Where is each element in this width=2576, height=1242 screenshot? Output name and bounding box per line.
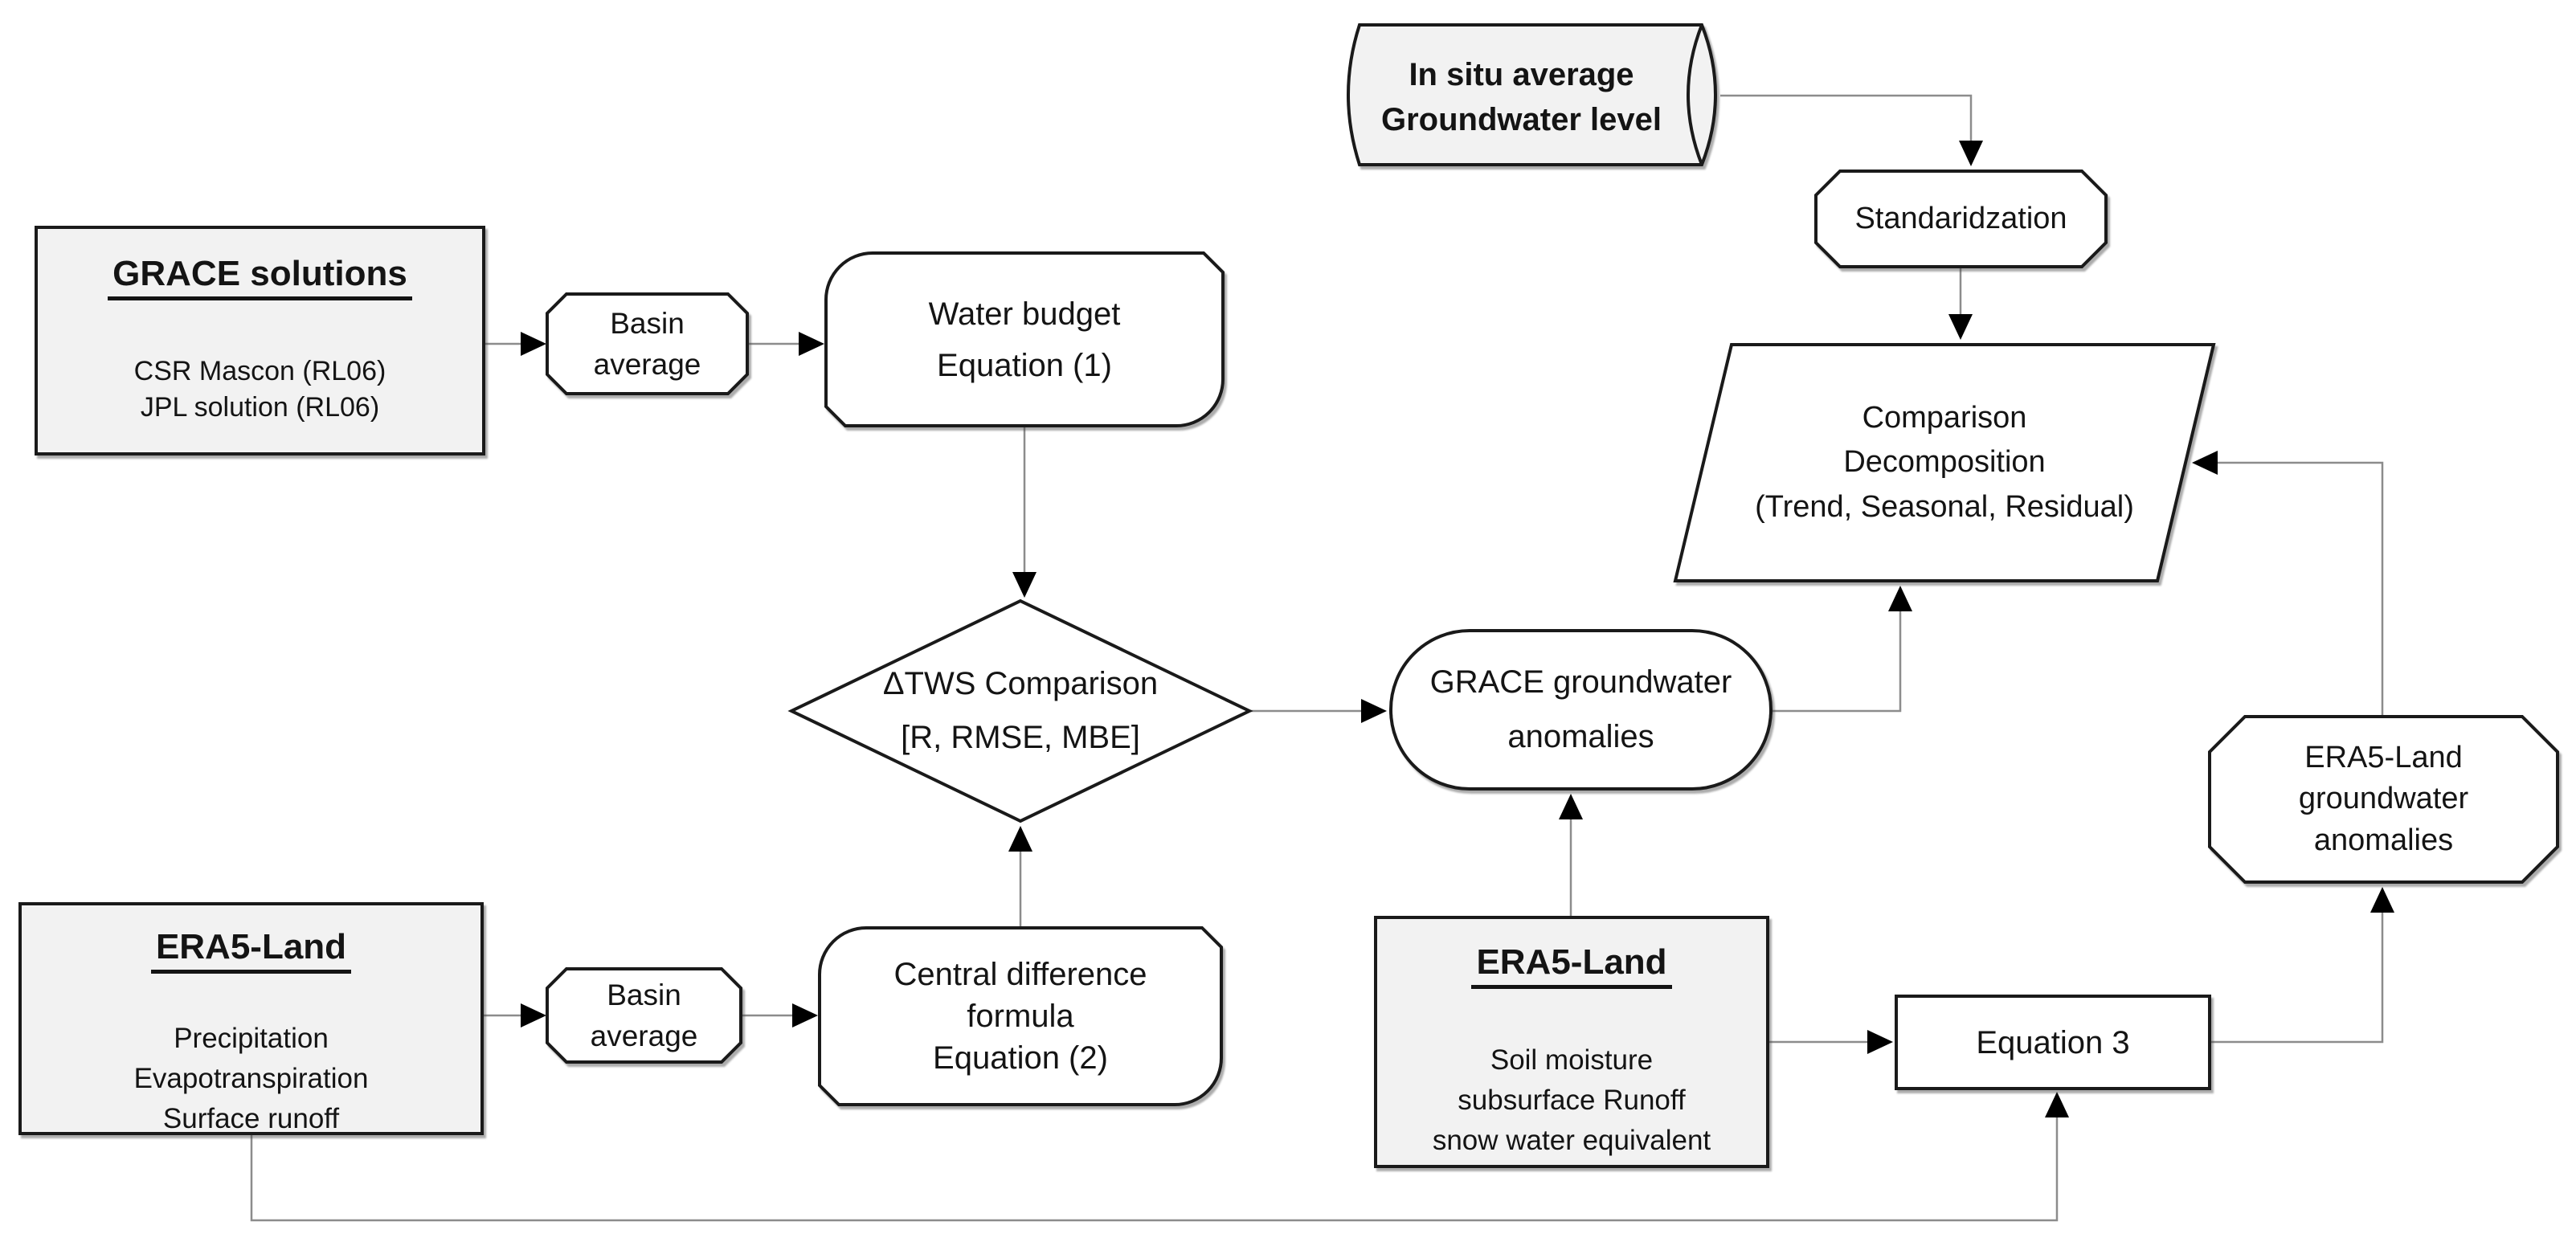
- connectors-group: [250, 94, 2394, 1222]
- central-difference-line: Central difference: [893, 957, 1147, 992]
- basin-average-line: average: [593, 348, 701, 381]
- connector-in-situ-to-standardization: [1720, 94, 1983, 166]
- shape-comparison-parallelogram: [1673, 343, 2216, 582]
- node-grace-groundwater-label: GRACE groundwater anomalies: [1391, 631, 1771, 789]
- nodes-group: [18, 23, 2559, 1168]
- tws-comparison-line: ΔTWS Comparison: [882, 665, 1159, 701]
- node-comparison-label: Comparison Decomposition (Trend, Seasona…: [1703, 345, 2186, 581]
- node-water-budget-label: Water budget Equation (1): [826, 253, 1223, 426]
- grace-solutions-line: JPL solution (RL06): [140, 391, 380, 423]
- shape-era5-flux-box: [18, 902, 484, 1135]
- era5-flux-line: Precipitation: [174, 1023, 329, 1055]
- shape-grace-solutions-box: [35, 226, 485, 456]
- node-era5-flux-label: ERA5-Land Precipitation Evapotranspirati…: [20, 904, 482, 1134]
- in-situ-line: Groundwater level: [1381, 102, 1662, 137]
- basin-average-line: Basin: [607, 978, 681, 1011]
- node-basin-average-top-label: Basin average: [547, 294, 747, 394]
- era5-storage-line: Soil moisture: [1490, 1044, 1654, 1077]
- grace-groundwater-line: anomalies: [1507, 718, 1654, 754]
- basin-average-line: average: [590, 1019, 698, 1052]
- standardization-text: Standaridzation: [1854, 201, 2067, 235]
- comparison-line: (Trend, Seasonal, Residual): [1755, 489, 2134, 524]
- grace-solutions-line: CSR Mascon (RL06): [133, 356, 386, 387]
- node-central-difference-label: Central difference formula Equation (2): [820, 928, 1221, 1105]
- shape-basin-average-bottom-octagon: [546, 967, 742, 1064]
- shape-equation3-rect: [1895, 995, 2211, 1090]
- era5-storage-line: subsurface Runoff: [1458, 1085, 1686, 1117]
- era5-storage-title: ERA5-Land: [1471, 942, 1672, 990]
- shape-grace-groundwater-terminator: [1389, 629, 1773, 791]
- central-difference-line: formula: [967, 999, 1074, 1034]
- era5-flux-title: ERA5-Land: [150, 927, 352, 974]
- water-budget-line: Water budget: [928, 296, 1121, 332]
- basin-average-line: Basin: [610, 306, 685, 340]
- node-equation3-label: Equation 3: [1896, 996, 2210, 1089]
- shape-in-situ-cylinder: [1347, 23, 1717, 166]
- comparison-line: Decomposition: [1843, 445, 2046, 480]
- connector-era5-groundwater-to-comparison: [2192, 451, 2384, 717]
- connector-era5-flux-to-equation3: [250, 1092, 2069, 1222]
- node-grace-solutions-label: GRACE solutions CSR Mascon (RL06) JPL so…: [36, 227, 484, 454]
- equation3-text: Equation 3: [1976, 1024, 2130, 1060]
- era5-groundwater-line: ERA5-Land: [2304, 741, 2463, 775]
- node-tws-comparison-label: ΔTWS Comparison [R, RMSE, MBE]: [791, 601, 1249, 821]
- grace-solutions-title: GRACE solutions: [108, 254, 412, 301]
- shape-standardization-octagon: [1814, 170, 2108, 268]
- shape-era5-storage-box: [1374, 916, 1769, 1168]
- central-difference-line: Equation (2): [933, 1040, 1108, 1076]
- connector-equation3-to-era5-groundwater: [2210, 887, 2394, 1044]
- comparison-line: Comparison: [1862, 401, 2027, 435]
- node-era5-groundwater-label: ERA5-Land groundwater anomalies: [2210, 717, 2558, 882]
- node-standardization-label: Standaridzation: [1816, 171, 2106, 267]
- node-in-situ-label: In situ average Groundwater level: [1360, 24, 1683, 170]
- era5-flux-line: Surface runoff: [162, 1102, 340, 1134]
- node-basin-average-bottom-label: Basin average: [547, 969, 741, 1062]
- connector-grace-groundwater-to-comparison: [1771, 586, 1912, 713]
- shape-era5-groundwater-octagon: [2208, 715, 2559, 884]
- shape-tws-comparison-diamond: [787, 599, 1253, 823]
- shape-water-budget-process: [824, 251, 1225, 427]
- tws-comparison-line: [R, RMSE, MBE]: [901, 720, 1140, 755]
- node-era5-storage-label: ERA5-Land Soil moisture subsurface Runof…: [1376, 917, 1768, 1166]
- in-situ-line: In situ average: [1409, 57, 1634, 92]
- era5-groundwater-line: anomalies: [2313, 823, 2454, 857]
- grace-groundwater-line: GRACE groundwater: [1429, 664, 1732, 701]
- era5-storage-line: snow water equivalent: [1432, 1124, 1711, 1156]
- shape-basin-average-top-octagon: [546, 292, 749, 395]
- shape-central-difference-process: [818, 926, 1223, 1106]
- era5-flux-line: Evapotranspiration: [133, 1063, 369, 1095]
- water-budget-line: Equation (1): [937, 347, 1112, 383]
- era5-groundwater-line: groundwater: [2298, 782, 2469, 816]
